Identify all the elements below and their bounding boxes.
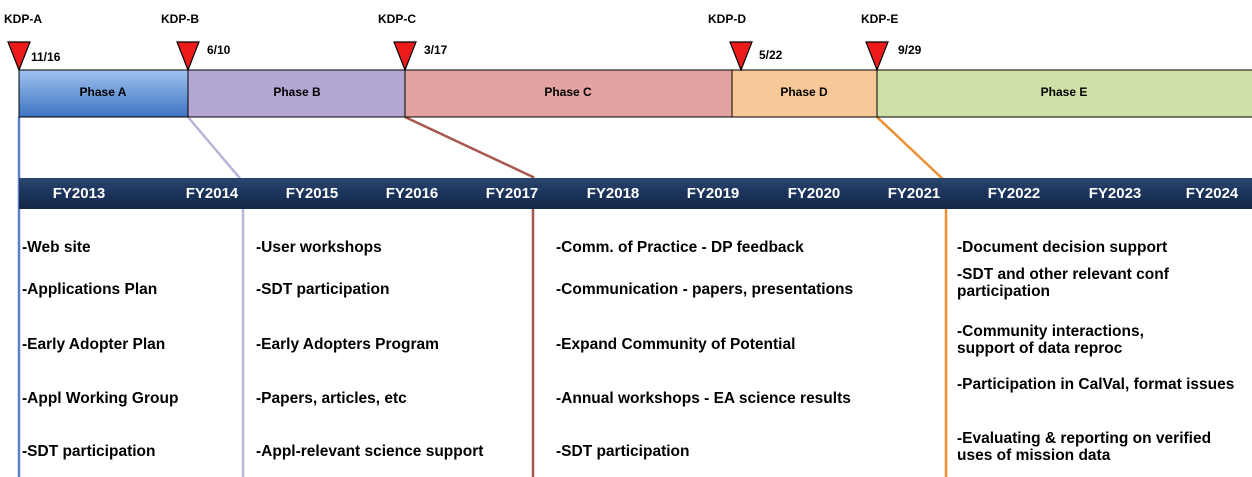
activity-item: -SDT participation (556, 443, 690, 460)
fy-label-2014: FY2014 (186, 185, 239, 202)
kdp-d-label: KDP-D (708, 12, 746, 26)
activity-item: -Participation in CalVal, format issues (957, 376, 1235, 393)
kdp-e-triangle-icon (865, 41, 889, 72)
activity-item: -Communication - papers, presentations (556, 281, 854, 298)
phase-d-segment (731, 69, 878, 118)
fy-label-2024: FY2024 (1186, 185, 1239, 202)
activity-item: -Expand Community of Potential (556, 336, 796, 353)
fy-label-2015: FY2015 (286, 185, 339, 202)
kdp-d-date: 5/22 (759, 48, 783, 62)
activity-item: -Appl Working Group (22, 390, 179, 407)
kdp-c-date: 3/17 (424, 43, 448, 57)
phase-bar: Phase A Phase B Phase C Phase D Phase E (18, 69, 1252, 118)
activity-item: -SDT and other relevant conf participati… (957, 266, 1169, 300)
activity-item: -Evaluating & reporting on verified uses… (957, 430, 1212, 464)
fy-label-2017: FY2017 (486, 185, 539, 202)
kdp-b-label: KDP-B (161, 12, 199, 26)
kdp-a-label: KDP-A (4, 12, 42, 26)
activity-item: -Papers, articles, etc (256, 390, 407, 407)
phase-a-segment (18, 69, 189, 118)
activity-item: -User workshops (256, 239, 382, 256)
milestone-kdp-b: KDP-B 6/10 (161, 12, 231, 72)
activity-item: -SDT participation (256, 281, 390, 298)
activity-item: -SDT participation (22, 443, 156, 460)
phase-e-segment (876, 69, 1252, 118)
activity-item: -Comm. of Practice - DP feedback (556, 239, 804, 256)
kdp-c-label: KDP-C (378, 12, 416, 26)
fy-label-2021: FY2021 (888, 185, 941, 202)
kdp-e-label: KDP-E (861, 12, 898, 26)
activity-item: -Applications Plan (22, 281, 158, 298)
phase-a-label: Phase A (80, 85, 127, 99)
connector-line-4 (876, 116, 948, 477)
kdp-b-date: 6/10 (207, 43, 231, 57)
fy-label-2016: FY2016 (386, 185, 439, 202)
activity-item: -Early Adopter Plan (22, 336, 166, 353)
fiscal-year-bar: FY2013 FY2014 FY2015 FY2016 FY2017 FY201… (19, 178, 1252, 209)
phase-b-segment (187, 69, 406, 118)
activity-item: -Appl-relevant science support (256, 443, 484, 460)
kdp-c-triangle-icon (393, 41, 417, 72)
milestone-kdp-c: KDP-C 3/17 (378, 12, 448, 72)
kdp-e-date: 9/29 (898, 43, 922, 57)
kdp-d-triangle-icon (729, 41, 753, 72)
activity-item: -Document decision support (957, 239, 1168, 256)
fy-label-2022: FY2022 (988, 185, 1041, 202)
fy-label-2019: FY2019 (687, 185, 740, 202)
kdp-a-date: 11/16 (31, 50, 61, 64)
connector-line-3 (404, 115, 535, 477)
kdp-a-triangle-icon (7, 41, 31, 72)
activity-item: -Early Adopters Program (256, 336, 439, 353)
phase-e-label: Phase E (1041, 85, 1088, 99)
phase-c-segment (404, 69, 733, 118)
fy-label-2020: FY2020 (788, 185, 841, 202)
connector-line-2 (187, 116, 245, 477)
activity-item: -Community interactions, support of data… (957, 323, 1144, 357)
milestone-kdp-d: KDP-D 5/22 (708, 12, 783, 72)
fiscal-year-bar-background (19, 178, 1252, 209)
kdp-b-triangle-icon (176, 41, 200, 72)
phase-d-label: Phase D (780, 85, 828, 99)
phase-b-label: Phase B (273, 85, 321, 99)
phase-c-label: Phase C (544, 85, 592, 99)
fy-label-2023: FY2023 (1089, 185, 1142, 202)
milestone-kdp-a: KDP-A 11/16 (4, 12, 61, 72)
activity-item: -Web site (22, 239, 91, 256)
activity-item: -Annual workshops - EA science results (556, 390, 851, 407)
fy-label-2018: FY2018 (587, 185, 640, 202)
fy-label-2013: FY2013 (53, 185, 106, 202)
milestone-kdp-e: KDP-E 9/29 (861, 12, 922, 72)
